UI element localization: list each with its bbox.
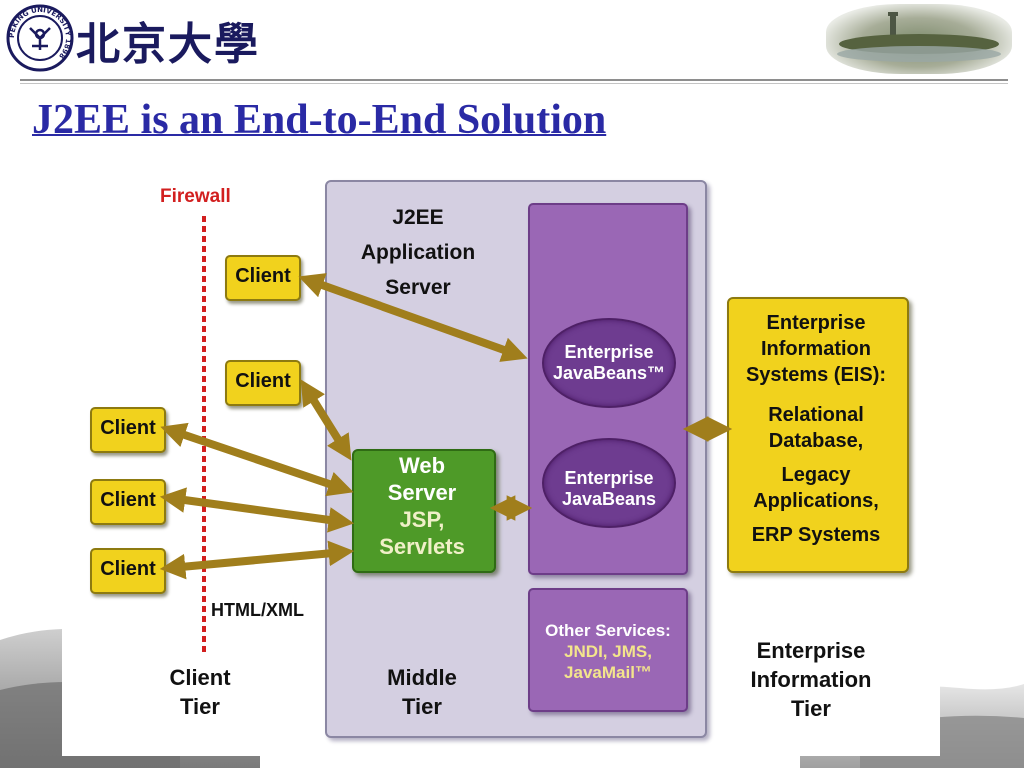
arrow-client2-web xyxy=(300,379,352,461)
slide-title: J2EE is an End-to-End Solution xyxy=(32,97,607,143)
web-server-label: Web Server JSP, Servlets xyxy=(379,453,465,559)
university-seal-icon: PEKING UNIVERSITY 1898 xyxy=(6,4,74,72)
other-services-panel xyxy=(528,588,688,712)
client-box-4: Client xyxy=(90,479,166,525)
header-rule xyxy=(20,79,1008,81)
eis-text: Enterprise Information Systems (EIS): Re… xyxy=(745,312,887,546)
firewall-label: Firewall xyxy=(160,186,231,207)
eis-tier-label: Enterprise Information Tier xyxy=(750,638,872,721)
middle-tier-label: Middle Tier xyxy=(387,665,457,719)
client-box-2: Client xyxy=(225,360,301,406)
arrow-client4-web xyxy=(159,487,355,533)
client-box-3: Client xyxy=(90,407,166,453)
protocol-label: HTML/XML xyxy=(211,600,304,620)
arrow-client5-web xyxy=(159,540,355,580)
connection-arrows xyxy=(159,273,733,580)
other-services-label: Other Services: JNDI, JMS, JavaMail™ xyxy=(545,621,671,682)
ejb-ellipse-1: Enterprise JavaBeans™ xyxy=(542,318,676,408)
client-tier-label: Client Tier xyxy=(169,665,231,719)
arrow-client1-ejb xyxy=(298,273,528,362)
university-logo: PEKING UNIVERSITY 1898 北京大學 xyxy=(6,4,268,72)
ejb-ellipse-2: Enterprise JavaBeans xyxy=(542,438,676,528)
university-name: 北京大學 xyxy=(76,19,260,70)
eis-box xyxy=(727,297,909,573)
campus-photo xyxy=(826,4,1012,74)
header-rule-thin xyxy=(20,83,1008,84)
arrow-client3-web xyxy=(160,422,354,497)
client-box-5: Client xyxy=(90,548,166,594)
